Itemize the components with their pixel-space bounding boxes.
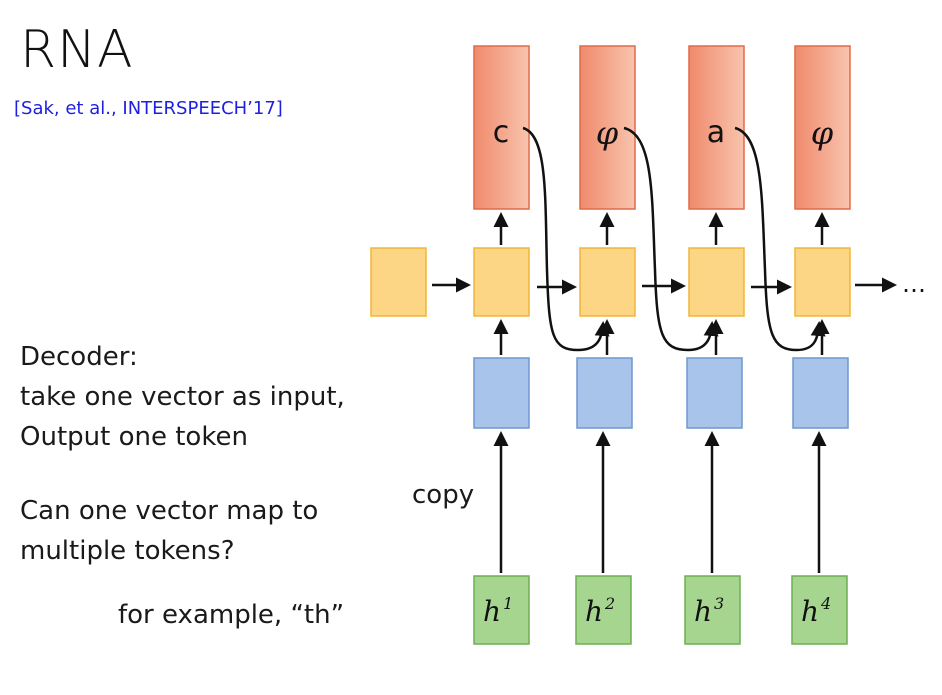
output-box-1 [473,45,530,210]
feedback-curve-3 [734,126,826,352]
decoder-state-box-3 [688,247,745,317]
copy-label: copy [412,480,475,510]
encoder-vector-box-2 [576,357,633,429]
decoder-line-1: Decoder: [20,342,138,372]
feedback-curve-2 [623,126,719,352]
decoder-state-box-1 [473,247,530,317]
encoder-input-box-1 [473,575,530,645]
encoder-vector-box-4 [792,357,849,429]
encoder-input-box-3 [684,575,741,645]
citation: [Sak, et al., INTERSPEECH’17] [14,98,283,119]
output-token-1: c [493,115,510,150]
encoder-vector-box-3 [686,357,743,429]
output-box-3 [688,45,745,210]
feedback-curve-1 [522,126,610,352]
output-token-2: φ [596,114,619,152]
question-line-1: Can one vector map to [20,496,319,526]
encoder-input-box-4 [791,575,848,645]
output-token-4: φ [811,114,834,152]
encoder-input-box-2 [575,575,632,645]
output-token-3: a [707,115,725,150]
decoder-state-box-2 [579,247,636,317]
output-box-4 [794,45,851,210]
encoder-vector-box-1 [473,357,530,429]
decoder-state-box-4 [794,247,851,317]
decoder-line-2: take one vector as input, [20,382,345,412]
continuation-ellipsis: … [902,270,926,298]
example-text: for example, “th” [118,600,345,630]
question-line-2: multiple tokens? [20,536,235,566]
initial-state-box [370,247,427,317]
decoder-line-3: Output one token [20,422,248,452]
slide-title: RNA [20,20,134,80]
